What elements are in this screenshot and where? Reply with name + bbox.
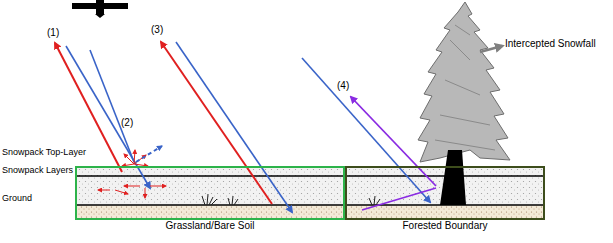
incident-arrow	[176, 42, 292, 212]
conifer-tree	[418, 2, 510, 205]
annotation-label: Intercepted Snowfall	[505, 38, 596, 49]
ground-line	[75, 204, 545, 206]
intercept-arrow	[480, 46, 502, 52]
region-label: Forested Boundary	[347, 220, 543, 231]
satellite-icon	[72, 0, 128, 18]
callout-number: (2)	[121, 117, 133, 128]
incident-arrow	[90, 50, 134, 162]
layer-label: Snowpack Top-Layer	[2, 147, 86, 157]
layer-label: Snowpack Layers	[2, 165, 73, 175]
reflected-arrow	[136, 146, 162, 162]
ground-layer	[75, 205, 545, 220]
tree-emission	[351, 97, 436, 186]
emission-arrow	[161, 42, 272, 204]
scatter-arrows	[98, 150, 166, 198]
tree-emission	[362, 188, 436, 210]
snow-layer	[75, 166, 545, 205]
top-layer-line	[75, 175, 545, 177]
region-box: Forested Boundary	[345, 166, 545, 220]
grass-tufts	[202, 194, 380, 205]
region-box: Grassland/Bare Soil	[75, 166, 345, 220]
callout-number: (3)	[151, 24, 163, 35]
incident-arrow	[302, 58, 430, 202]
callout-number: (1)	[47, 27, 59, 38]
callout-number: (4)	[337, 80, 349, 91]
layer-label: Ground	[2, 193, 32, 203]
region-label: Grassland/Bare Soil	[77, 220, 343, 231]
